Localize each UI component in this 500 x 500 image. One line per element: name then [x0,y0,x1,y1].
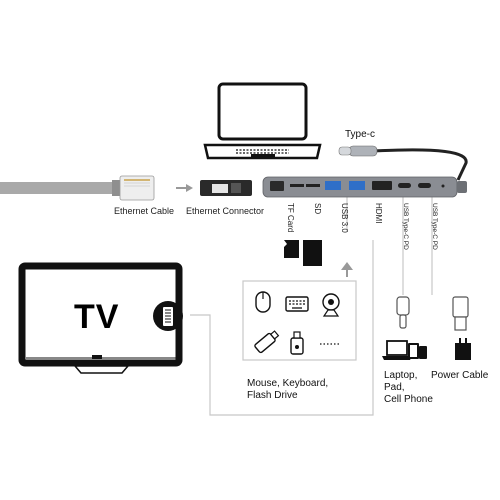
peripherals-label: Mouse, Keyboard, Flash Drive [247,378,329,401]
usb-type-c-pd-label-2: USB Type-C PD [431,203,438,250]
usb-c-plug-icon [396,296,410,329]
power-cable-label: Power Cable [431,370,489,381]
mouse-icon [255,291,271,313]
laptop-pad-phone-icon [382,340,427,360]
usb30-label: USB 3.0 [340,203,349,233]
usb-hub [262,176,467,198]
usb-type-c-pd-label-1: USB Type-C PD [402,203,409,250]
arrow-up-icon [341,262,353,277]
arrow-right-icon [176,184,193,192]
flash-drive-icon [254,330,280,354]
webcam-icon [322,293,340,317]
keyboard-icon [285,296,309,312]
hdmi-label: HDMI [374,203,383,224]
hdmi-connection-line [190,240,374,416]
hdmi-plug-icon [153,301,183,331]
usb-a-plug-icon [452,296,469,331]
tf-card-icon [284,240,299,258]
usb-stick-icon [290,331,304,355]
ethernet-cable-label: Ethernet Cable [114,206,175,216]
ethernet-connector-label: Ethernet Connector [186,206,265,216]
sd-card-icon [303,240,322,266]
laptop-devices-label: Laptop, Pad, Cell Phone [384,370,433,405]
type-c-label: Type-c [345,129,376,140]
tf-card-label: TF Card [286,203,295,233]
tv-label: TV [74,298,120,336]
power-adapter-icon [455,338,471,360]
type-c-cable [338,145,468,181]
sd-label: SD [313,203,322,215]
laptop-icon [203,82,322,160]
ethernet-connector-icon [200,180,252,196]
ethernet-plug-icon [0,175,155,201]
